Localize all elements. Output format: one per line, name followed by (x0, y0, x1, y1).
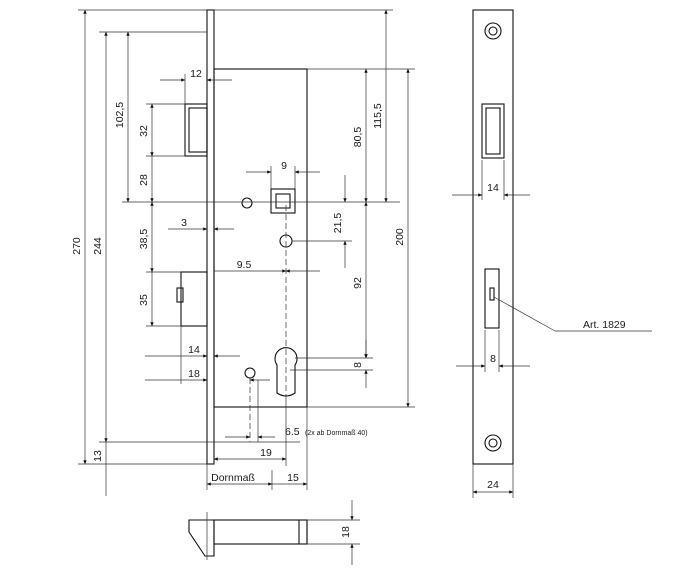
dead-bolt (180, 271, 208, 327)
dim-115-5: 115,5 (372, 103, 384, 129)
screw-hole-upper (241, 197, 253, 209)
dim-9: 9 (281, 160, 287, 172)
dim-24: 24 (487, 479, 499, 491)
dim-3: 3 (181, 217, 187, 229)
dim-15: 15 (287, 472, 299, 484)
dimension-lines-front (78, 9, 415, 496)
lock-case (213, 68, 308, 408)
faceplate (206, 9, 215, 465)
dim-14-left: 14 (188, 344, 200, 356)
dim-8-left: 8 (352, 362, 364, 368)
dim-6-5: 6.5 (285, 426, 300, 438)
dim-21-5: 21,5 (332, 213, 344, 234)
dim-28: 28 (138, 174, 150, 186)
dim-38-5: 38,5 (138, 229, 150, 250)
follower-square (270, 188, 296, 214)
cylinder-profile (274, 347, 298, 397)
dimension-labels: 270 244 13 102,5 32 28 38,5 35 12 3 9 9.… (71, 68, 626, 538)
callout-art-1829: Art. 1829 (583, 319, 626, 331)
screw-hole-lower (244, 367, 256, 379)
dim-14-right: 14 (487, 182, 499, 194)
dim-244: 244 (92, 237, 104, 255)
dim-13: 13 (92, 450, 104, 462)
dim-102-5: 102,5 (114, 102, 126, 128)
faceplate-side-view (452, 9, 652, 498)
dim-80-5: 80,5 (352, 127, 364, 148)
dim-19: 19 (260, 447, 272, 459)
latch-bottom-view (188, 500, 360, 565)
dim-12: 12 (190, 68, 202, 80)
dim-32: 32 (138, 125, 150, 137)
dim-92: 92 (352, 277, 364, 289)
dim-18-bottom: 18 (340, 526, 352, 538)
dim-35: 35 (138, 294, 150, 306)
dim-270: 270 (71, 237, 83, 255)
dim-8-right: 8 (490, 353, 496, 365)
dim-6-5-note: (2x ab Dornmaß 40) (305, 430, 368, 437)
latch-bolt (184, 103, 208, 157)
dim-9-5: 9.5 (237, 259, 252, 271)
dim-18-left: 18 (188, 368, 200, 380)
dim-200: 200 (394, 228, 406, 246)
dim-dornmass: Dornmaß (211, 472, 255, 484)
